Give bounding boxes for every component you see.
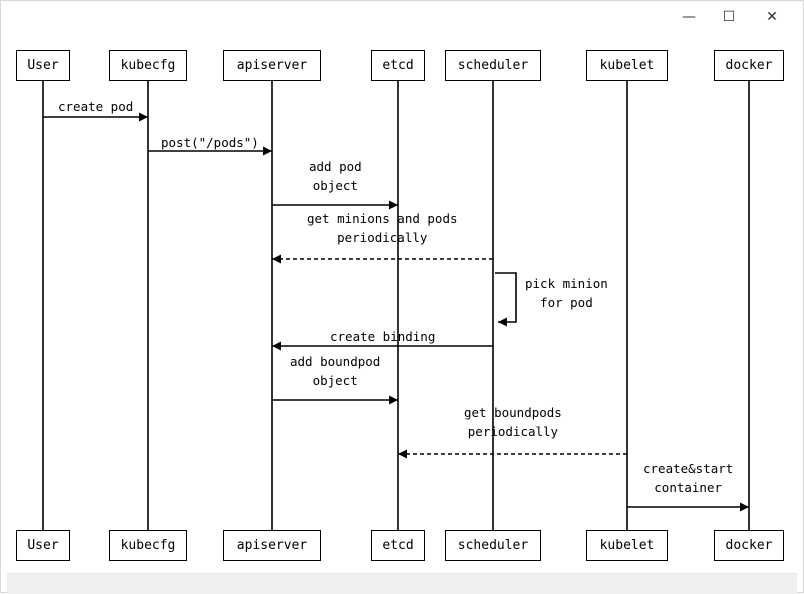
participant-bottom-6: docker [714,530,784,561]
participant-top-3: etcd [371,50,425,81]
participant-top-4: scheduler [445,50,541,81]
message-label-4: pick minion for pod [525,276,608,310]
message-label-3: get minions and pods periodically [307,211,458,245]
message-label-5: create binding [330,329,436,344]
participant-bottom-3: etcd [371,530,425,561]
participant-bottom-4: scheduler [445,530,541,561]
participant-top-5: kubelet [586,50,668,81]
maximize-button[interactable]: ☐ [722,9,736,25]
participant-bottom-5: kubelet [586,530,668,561]
participant-top-6: docker [714,50,784,81]
participant-top-1: kubecfg [109,50,187,81]
self-message-arrow [495,272,517,327]
message-label-8: create&start container [643,461,734,495]
diagram-lines [42,81,750,530]
participant-bottom-0: User [16,530,70,561]
status-bar [7,573,797,594]
minimize-button[interactable]: — [682,9,696,25]
close-button[interactable]: ✕ [766,9,778,25]
message-label-1: post("/pods") [161,135,259,150]
participant-bottom-1: kubecfg [109,530,187,561]
message-label-2: add pod object [309,159,362,193]
title-bar: — ☐ ✕ [1,1,803,33]
message-label-6: add boundpod object [290,354,381,388]
participant-bottom-2: apiserver [223,530,321,561]
message-label-7: get boundpods periodically [464,405,562,439]
participant-top-0: User [16,50,70,81]
participant-top-2: apiserver [223,50,321,81]
message-label-0: create pod [58,99,134,114]
